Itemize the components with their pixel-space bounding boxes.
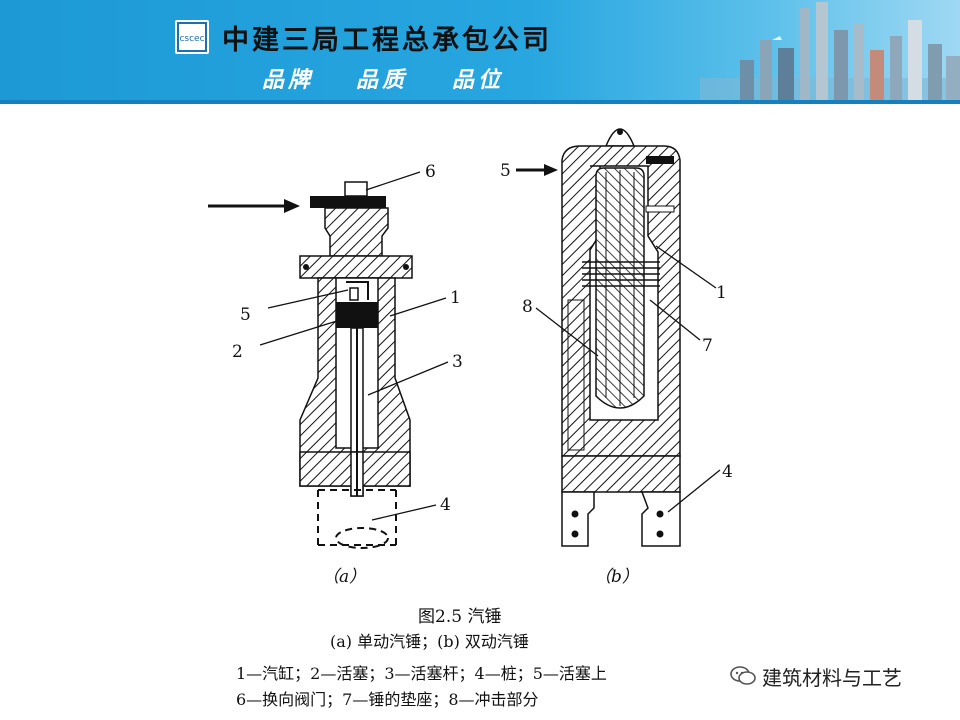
wechat-icon: [730, 666, 756, 685]
banner-underline: [0, 100, 960, 104]
panel-b-label: （b）: [594, 567, 639, 587]
callout-a-3: 3: [452, 352, 463, 372]
panel-a-single-acting-hammer: 6 5 1 2 3 4 （a）: [208, 162, 463, 587]
callout-b-4: 4: [722, 462, 733, 482]
callout-a-1: 1: [450, 288, 461, 308]
figure-legend-line-2: 6—换向阀门；7—锤的垫座；8—冲击部分: [236, 690, 539, 709]
figure-caption-subtitle: (a) 单动汽锤；(b) 双动汽锤: [330, 632, 529, 651]
motto-taste: 品位: [452, 67, 505, 93]
panel-a-label: （a）: [322, 567, 366, 587]
callout-b-5: 5: [500, 161, 511, 181]
header-banner: cscec 中建三局工程总承包公司 品牌 品质 品位: [0, 0, 960, 104]
logo-text: cscec: [179, 34, 204, 44]
motto-brand: 品牌: [262, 67, 315, 93]
callout-a-2: 2: [232, 342, 243, 362]
watermark-text: 建筑材料与工艺: [762, 665, 902, 690]
callout-b-1: 1: [716, 283, 727, 303]
panel-b-double-acting-hammer: 5 1 8 7 4 （b）: [500, 128, 733, 587]
figure-caption-title: 图2.5 汽锤: [418, 607, 502, 627]
company-logo: cscec: [175, 20, 209, 54]
callout-a-4: 4: [440, 495, 451, 515]
company-name: 中建三局工程总承包公司: [222, 25, 552, 56]
figure-legend-line-1: 1—汽缸；2—活塞；3—活塞杆；4—桩；5—活塞上: [236, 664, 607, 683]
watermark: 建筑材料与工艺: [730, 660, 908, 692]
city-skyline-image: [700, 2, 960, 104]
callout-b-8: 8: [522, 297, 533, 317]
motto-quality: 品质: [356, 67, 409, 93]
callout-a-5: 5: [240, 305, 251, 325]
callout-b-7: 7: [702, 336, 713, 356]
callout-a-6: 6: [425, 162, 436, 182]
